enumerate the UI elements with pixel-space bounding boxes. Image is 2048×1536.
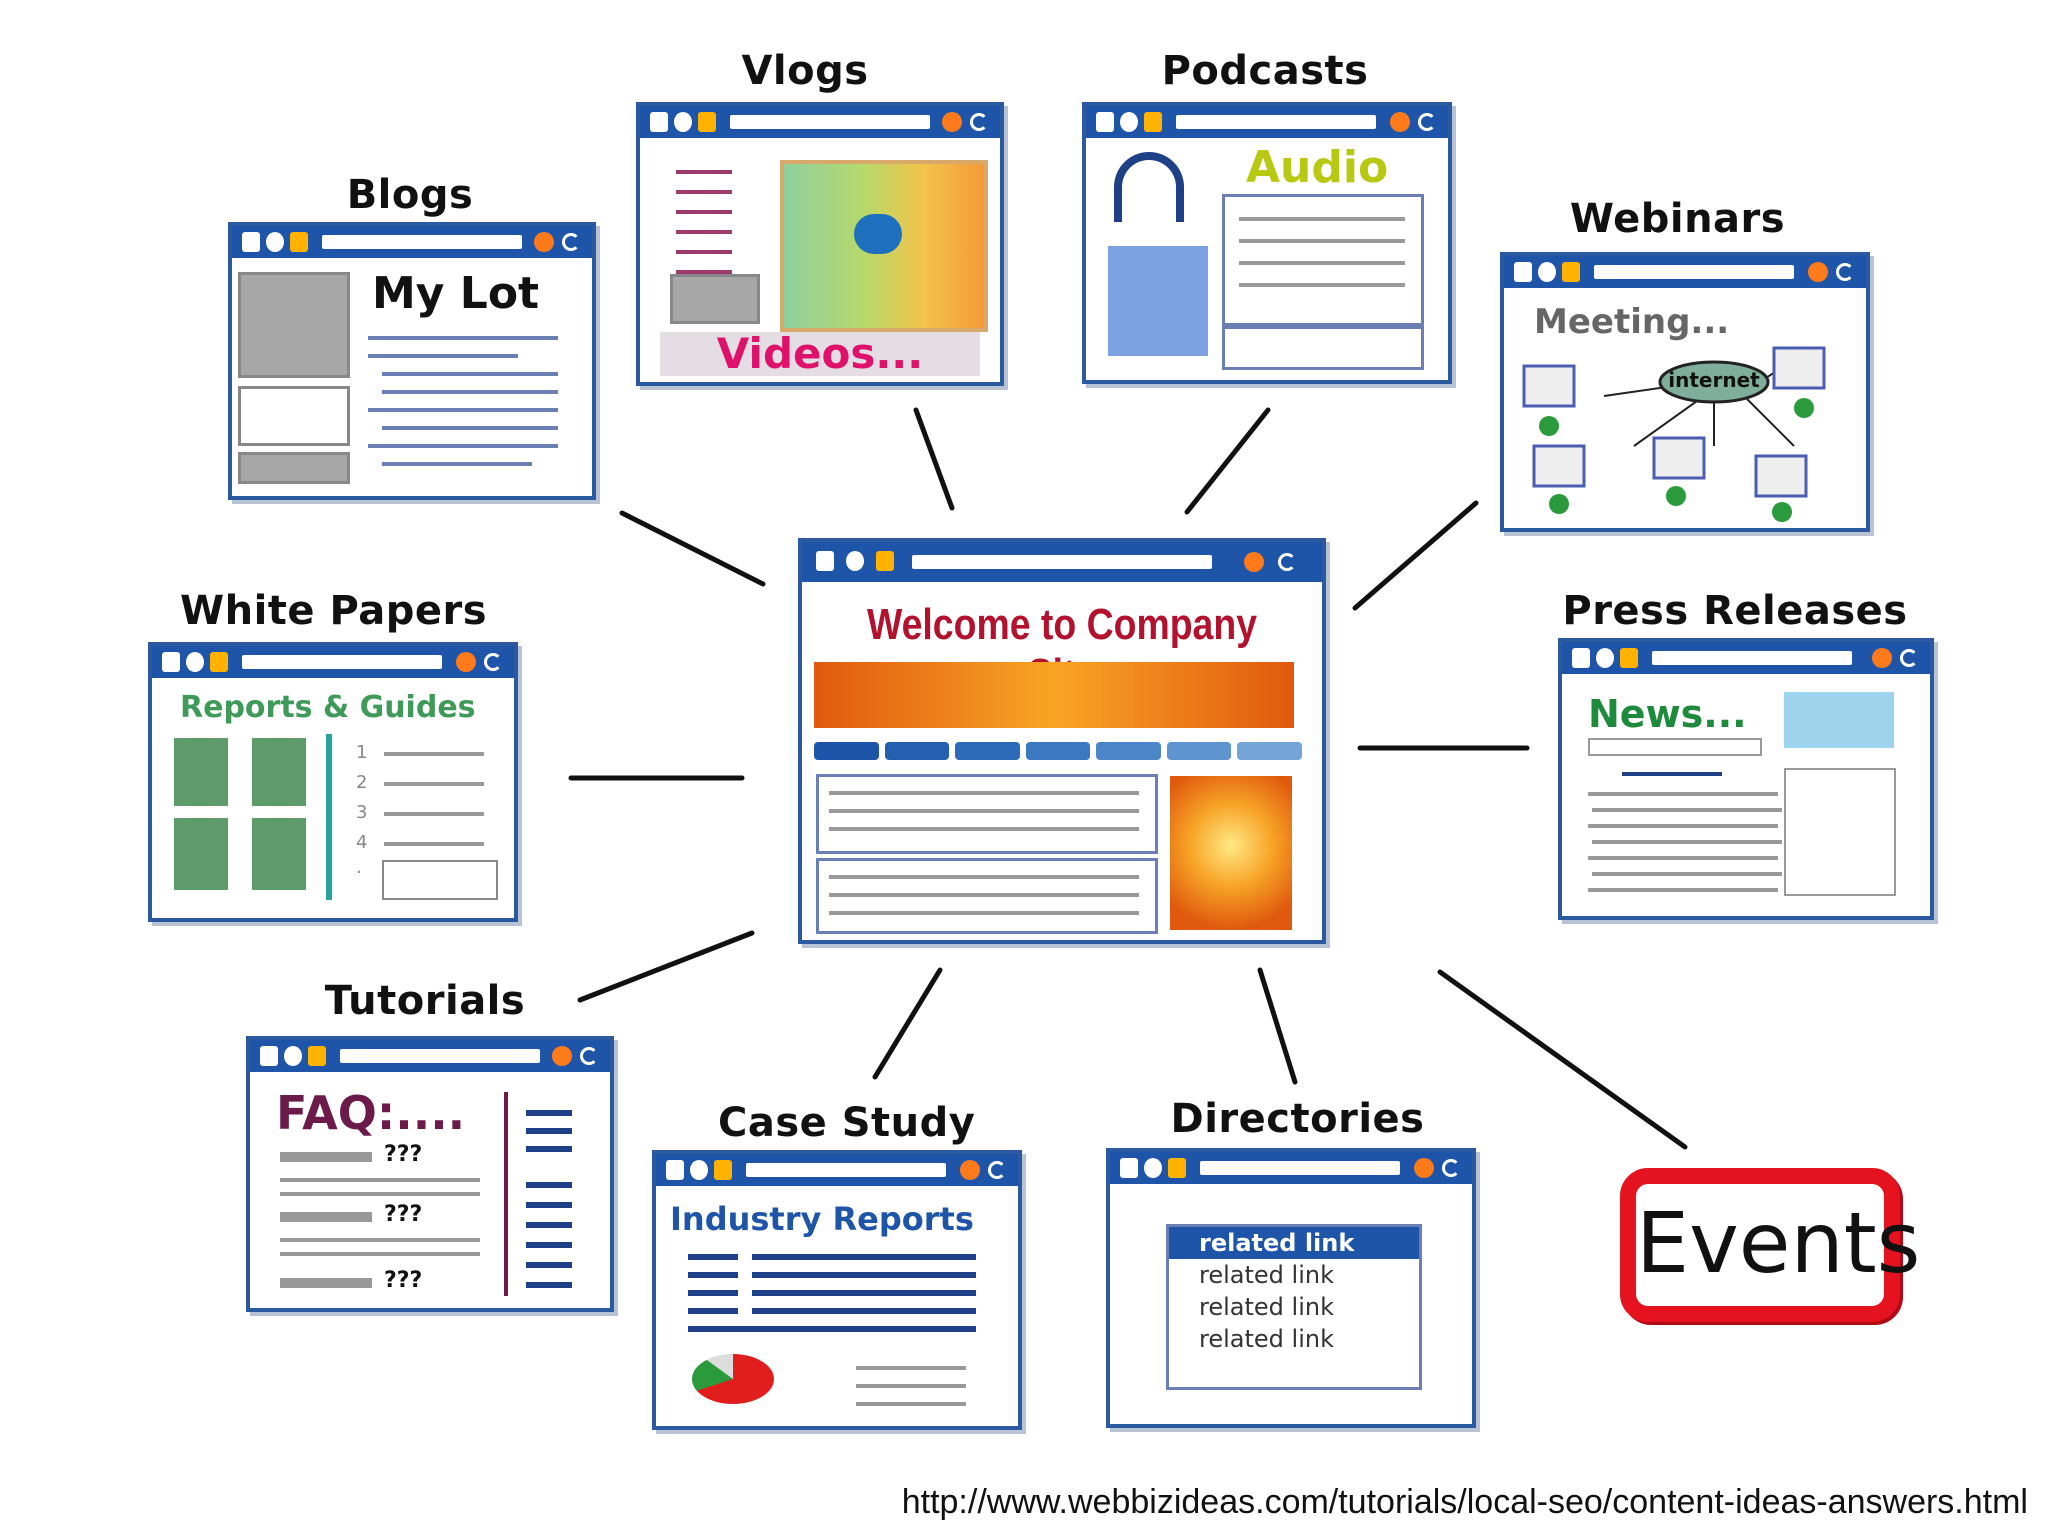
titlebar	[802, 542, 1322, 582]
industry-reports-heading: Industry Reports	[670, 1200, 974, 1238]
directories-window: related link related link related link r…	[1106, 1148, 1476, 1428]
banner	[814, 662, 1294, 728]
videos-label: Videos...	[660, 332, 980, 376]
connector-directories	[1257, 967, 1298, 1085]
directory-list: related link related link related link r…	[1166, 1224, 1422, 1390]
titlebar	[1110, 1152, 1472, 1184]
source-url[interactable]: http://www.webbizideas.com/tutorials/loc…	[901, 1483, 2028, 1521]
titlebar	[640, 106, 1000, 138]
headphones-icon	[1114, 152, 1184, 222]
wp-number-1: 1	[356, 742, 368, 763]
caption-podcasts: Podcasts	[1161, 48, 1369, 94]
stop-icon	[1244, 552, 1264, 572]
address-bar	[912, 555, 1212, 569]
content-box-2	[816, 858, 1158, 934]
caption-directories: Directories	[1170, 1096, 1425, 1142]
refresh-icon	[1278, 553, 1296, 571]
audio-label: Audio	[1246, 142, 1389, 193]
wp-number-2: 2	[356, 772, 368, 793]
vlogs-window: Videos...	[636, 102, 1004, 386]
page-icon	[816, 551, 834, 571]
caption-press-releases: Press Releases	[1562, 588, 1908, 634]
home-icon	[876, 551, 894, 571]
directory-link[interactable]: related link	[1199, 1325, 1334, 1353]
podcasts-window: Audio	[1082, 102, 1452, 384]
caption-webinars: Webinars	[1569, 196, 1786, 242]
directory-link[interactable]: related link	[1199, 1261, 1334, 1289]
blog-heading: My Lot	[372, 268, 540, 319]
faq-question-1: ???	[384, 1142, 423, 1167]
events-badge: Events	[1620, 1168, 1921, 1322]
sun-image	[1170, 776, 1292, 930]
connector-blogs	[619, 510, 766, 587]
titlebar	[1086, 106, 1448, 138]
titlebar	[232, 226, 592, 258]
directory-link[interactable]: related link	[1199, 1293, 1334, 1321]
webinars-window: Meeting... internet	[1500, 252, 1870, 532]
video-player	[780, 160, 988, 332]
events-label: Events	[1636, 1194, 1921, 1292]
caption-case-study: Case Study	[718, 1100, 976, 1146]
reports-guides-heading: Reports & Guides	[180, 690, 476, 725]
faq-question-2: ???	[384, 1202, 423, 1227]
content-box-1	[816, 774, 1158, 854]
connector-podcasts	[1184, 407, 1271, 515]
meeting-label: Meeting...	[1534, 302, 1730, 342]
connector-case-study	[872, 967, 943, 1080]
center-site-window: Welcome to Company Site	[798, 538, 1326, 944]
titlebar	[1504, 256, 1866, 288]
press-releases-window: News...	[1558, 638, 1934, 920]
caption-white-papers: White Papers	[180, 588, 488, 634]
caption-tutorials: Tutorials	[324, 978, 526, 1024]
case-study-window: Industry Reports	[652, 1150, 1022, 1430]
back-icon	[846, 551, 864, 571]
tutorials-window: FAQ:.... ??? ??? ???	[246, 1036, 614, 1312]
audio-controls	[1222, 326, 1424, 370]
wp-number-4: 4	[356, 832, 368, 853]
pie-chart-icon	[692, 1354, 774, 1404]
connector-tutorials	[577, 930, 755, 1003]
nav-tabs	[814, 742, 1303, 760]
connector-vlogs	[913, 407, 955, 511]
faq-question-3: ???	[384, 1268, 423, 1293]
titlebar	[152, 646, 514, 678]
faq-heading: FAQ:....	[276, 1086, 466, 1140]
titlebar	[250, 1040, 610, 1072]
network-diagram	[1522, 346, 1826, 522]
caption-vlogs: Vlogs	[741, 48, 869, 94]
internet-hub-label: internet	[1668, 368, 1760, 392]
connector-webinars	[1352, 500, 1479, 611]
caption-blogs: Blogs	[346, 172, 474, 218]
blogs-window: My Lot	[228, 222, 596, 500]
connector-events	[1437, 969, 1688, 1150]
titlebar	[1562, 642, 1930, 674]
wp-number-5: ·	[356, 862, 362, 883]
white-papers-window: Reports & Guides 1 2 3 4 ·	[148, 642, 518, 922]
play-button-icon	[854, 214, 902, 254]
news-heading: News...	[1588, 692, 1747, 736]
wp-number-3: 3	[356, 802, 368, 823]
titlebar	[656, 1154, 1018, 1186]
directory-link-selected[interactable]: related link	[1169, 1227, 1419, 1259]
